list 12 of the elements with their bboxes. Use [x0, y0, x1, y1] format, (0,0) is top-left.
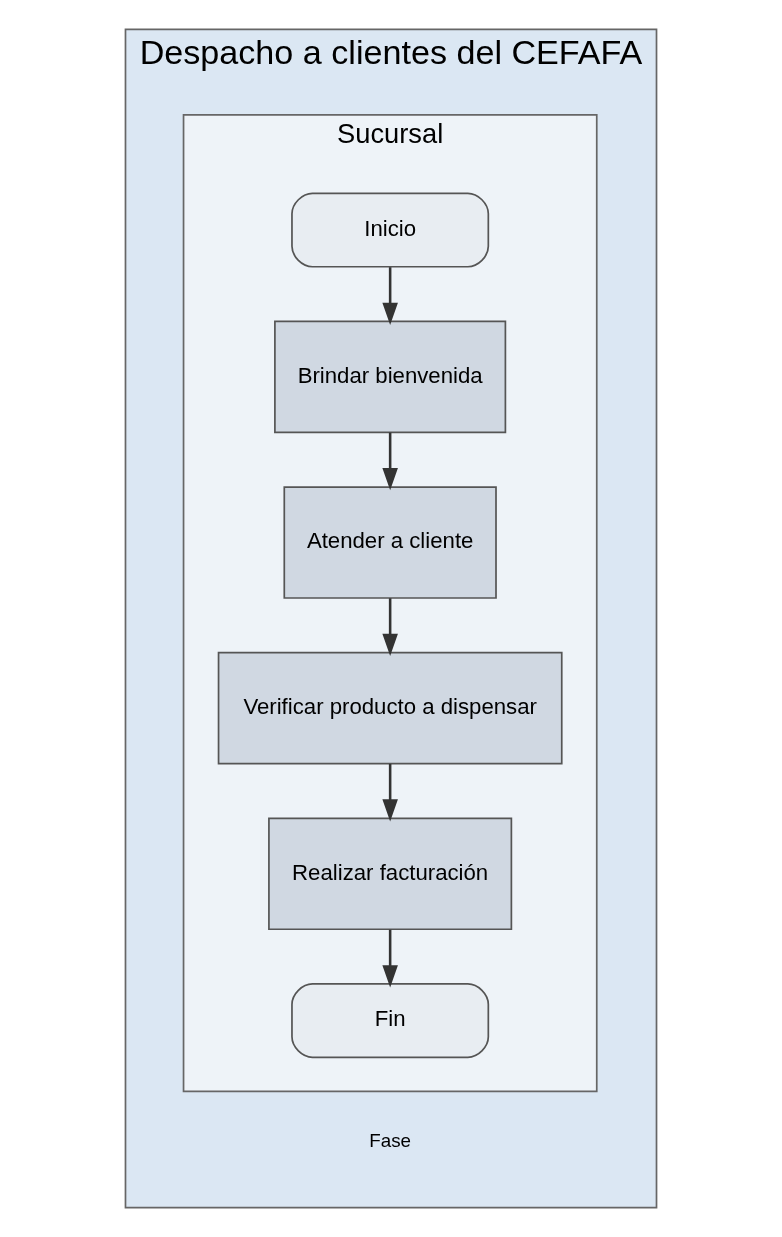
arrow	[382, 267, 398, 326]
node-box: Fin	[291, 983, 490, 1059]
node-box: Brindar bienvenida	[274, 320, 507, 434]
node-box: Inicio	[291, 192, 490, 268]
arrow	[382, 929, 398, 988]
arrow	[382, 763, 398, 822]
arrow	[382, 598, 398, 656]
label: Fase	[369, 1130, 412, 1152]
node-box: Verificar producto a dispensar	[217, 651, 563, 765]
arrow	[382, 432, 398, 491]
node-box: Realizar facturación	[268, 817, 513, 931]
node-box: Atender a cliente	[283, 486, 497, 599]
